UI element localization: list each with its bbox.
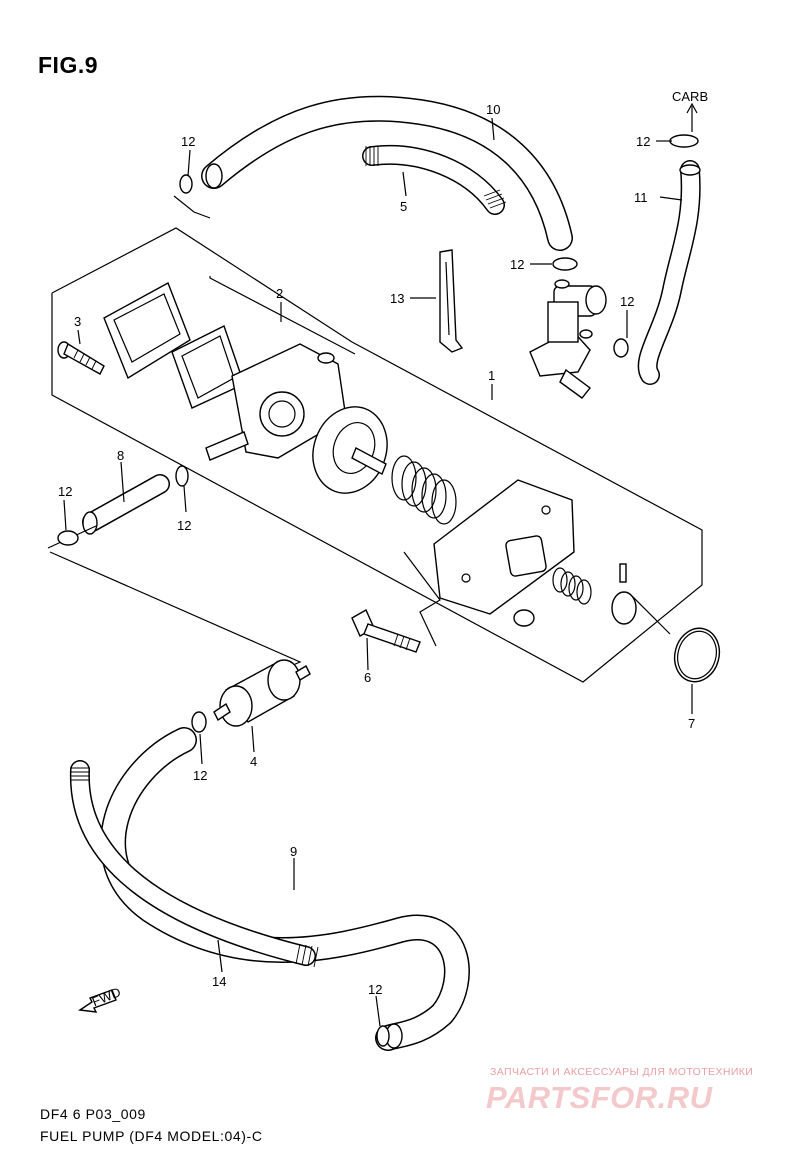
callout-12d: 12 <box>620 294 634 309</box>
fuel-hose-8 <box>82 474 170 535</box>
callout-12g: 12 <box>193 768 207 783</box>
pump-assembly-outline <box>51 227 703 683</box>
callout-3: 3 <box>74 314 81 329</box>
callout-6: 6 <box>364 670 371 685</box>
callout-9: 9 <box>290 844 297 859</box>
fuel-filter-4 <box>213 659 311 727</box>
pump-screw-3 <box>57 341 105 375</box>
fuel-hose-9 <box>100 727 470 1051</box>
pump-cover-plate <box>103 282 191 380</box>
callout-12e: 12 <box>58 484 72 499</box>
forward-direction-mark: FWD <box>78 984 123 1013</box>
check-valve-spring <box>552 563 637 625</box>
hose-clamps-12 <box>57 134 699 1047</box>
callout-1: 1 <box>488 368 495 383</box>
callout-8: 8 <box>117 448 124 463</box>
figure-title: FIG.9 <box>38 52 99 78</box>
callout-12a: 12 <box>181 134 195 149</box>
callout-5: 5 <box>400 199 407 214</box>
callout-13: 13 <box>390 291 404 306</box>
callout-11: 11 <box>634 190 648 205</box>
callout-labels: 1 2 3 4 5 6 7 8 9 10 11 13 14 12 12 12 1… <box>58 89 708 997</box>
svg-text:FWD: FWD <box>90 984 123 1009</box>
diaphragm-spring <box>391 455 457 525</box>
callout-12c: 12 <box>510 257 524 272</box>
fuel-cock <box>529 279 607 399</box>
to-carb-arrow <box>686 102 698 132</box>
callout-12b: 12 <box>636 134 650 149</box>
callout-12h: 12 <box>368 982 382 997</box>
fuel-hose-5 <box>362 145 507 215</box>
hose-clip-13 <box>439 249 464 353</box>
bolt-6 <box>351 609 421 653</box>
callout-10: 10 <box>486 102 500 117</box>
watermark-logo: PARTSFOR.RU <box>486 1080 713 1115</box>
callout-2: 2 <box>276 286 283 301</box>
fuel-hose-11 <box>637 160 701 385</box>
figure-caption: FUEL PUMP (DF4 MODEL:04)-C <box>40 1128 263 1144</box>
callout-12f: 12 <box>177 518 191 533</box>
callout-4: 4 <box>250 754 257 769</box>
pump-lower-cover <box>433 479 575 627</box>
pump-diaphragm <box>312 406 388 494</box>
o-ring-7 <box>673 627 721 683</box>
figure-code: DF4 6 P03_009 <box>40 1106 146 1122</box>
leader-lines <box>63 117 693 1027</box>
callout-7: 7 <box>688 716 695 731</box>
callout-14: 14 <box>212 974 226 989</box>
fuel-hose-14 <box>69 760 319 968</box>
callout-carb: CARB <box>672 89 708 104</box>
pump-body <box>205 343 347 461</box>
watermark-tagline: ЗАПЧАСТИ И АКСЕССУАРЫ ДЛЯ МОТОТЕХНИКИ <box>490 1066 754 1078</box>
fuel-hose-10 <box>201 95 573 251</box>
